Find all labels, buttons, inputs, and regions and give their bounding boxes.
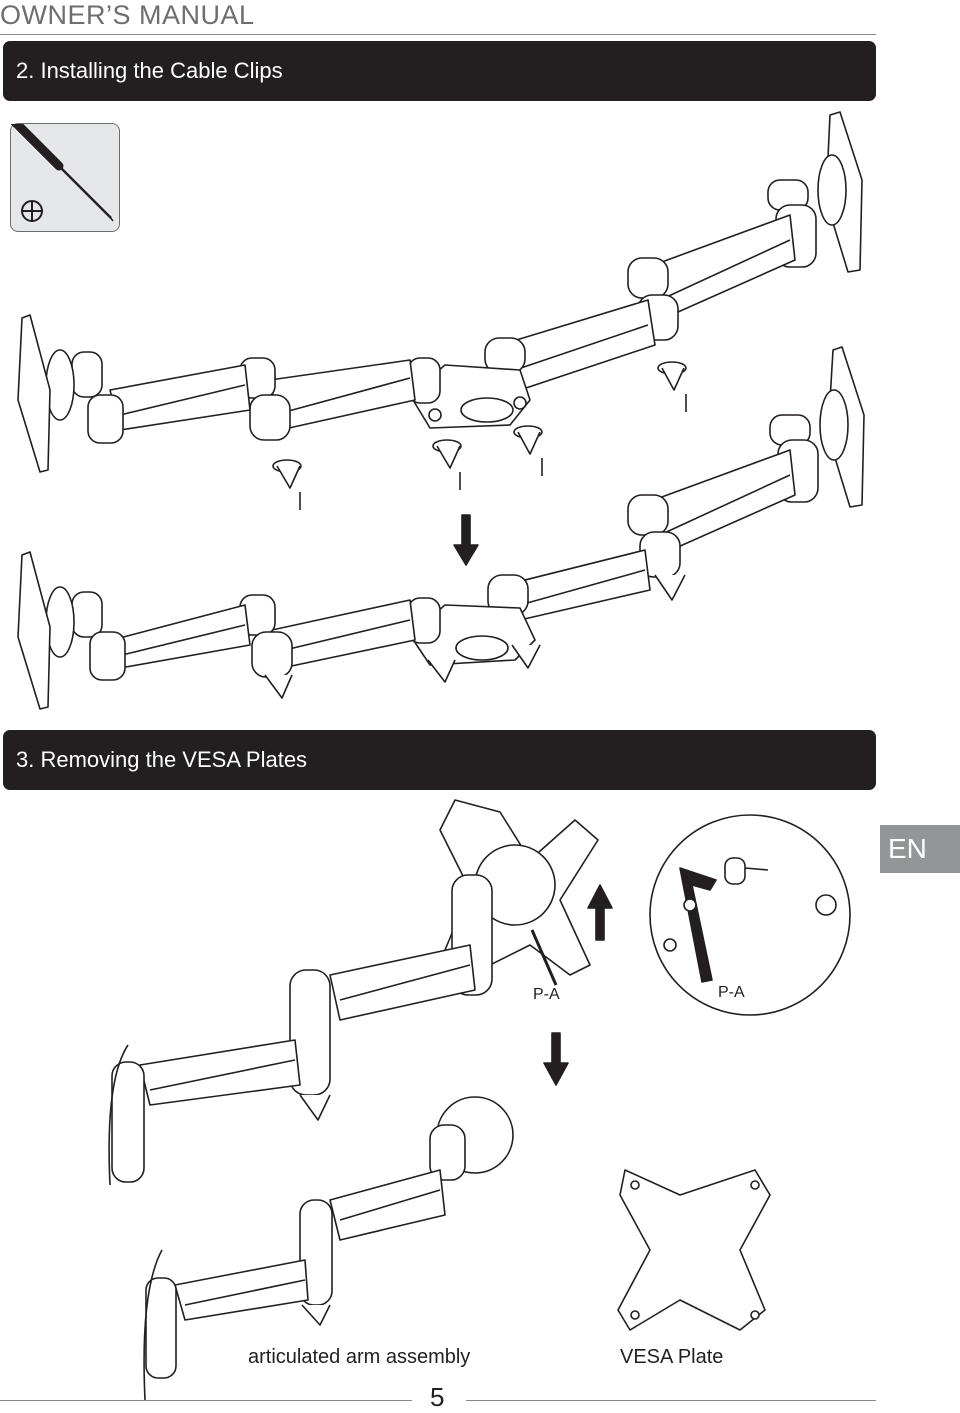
section-vesa-removal-heading: 3. Removing the VESA Plates: [3, 730, 876, 790]
footer-divider-left: [0, 1400, 412, 1401]
language-tab-en: EN: [880, 825, 960, 873]
hex-key-detail: [663, 857, 837, 983]
vesa-plate-lower-left: [17, 551, 51, 710]
cable-clip-installation-illustration: [17, 111, 865, 710]
header-divider: [0, 34, 876, 35]
swivel-hub: [817, 154, 847, 226]
up-arrow-icon: [587, 884, 613, 941]
caption-arm-assembly: articulated arm assembly: [248, 1346, 471, 1368]
phillips-head-symbol-icon: [21, 200, 43, 222]
down-arrow-icon: [453, 514, 479, 566]
callout-pa-left: P-A: [533, 986, 560, 1003]
page-number: 5: [430, 1382, 445, 1412]
vesa-plate-detached: [617, 1169, 771, 1331]
vesa-plate-upper-left: [17, 314, 51, 473]
footer-divider-right: [466, 1400, 876, 1401]
callout-pa-right: P-A: [718, 984, 745, 1001]
section-cable-clips-heading: 2. Installing the Cable Clips: [3, 41, 876, 101]
hex-key-tool: [530, 929, 558, 986]
manual-header-title: OWNER’S MANUAL: [0, 0, 255, 30]
caption-vesa-plate: VESA Plate: [620, 1346, 724, 1368]
detail-magnifier: [649, 814, 851, 1016]
down-arrow-icon: [543, 1032, 569, 1086]
cable-clip-set: [272, 361, 687, 510]
screwdriver-tool-box: [10, 123, 120, 232]
phillips-screwdriver-icon: [11, 124, 114, 222]
